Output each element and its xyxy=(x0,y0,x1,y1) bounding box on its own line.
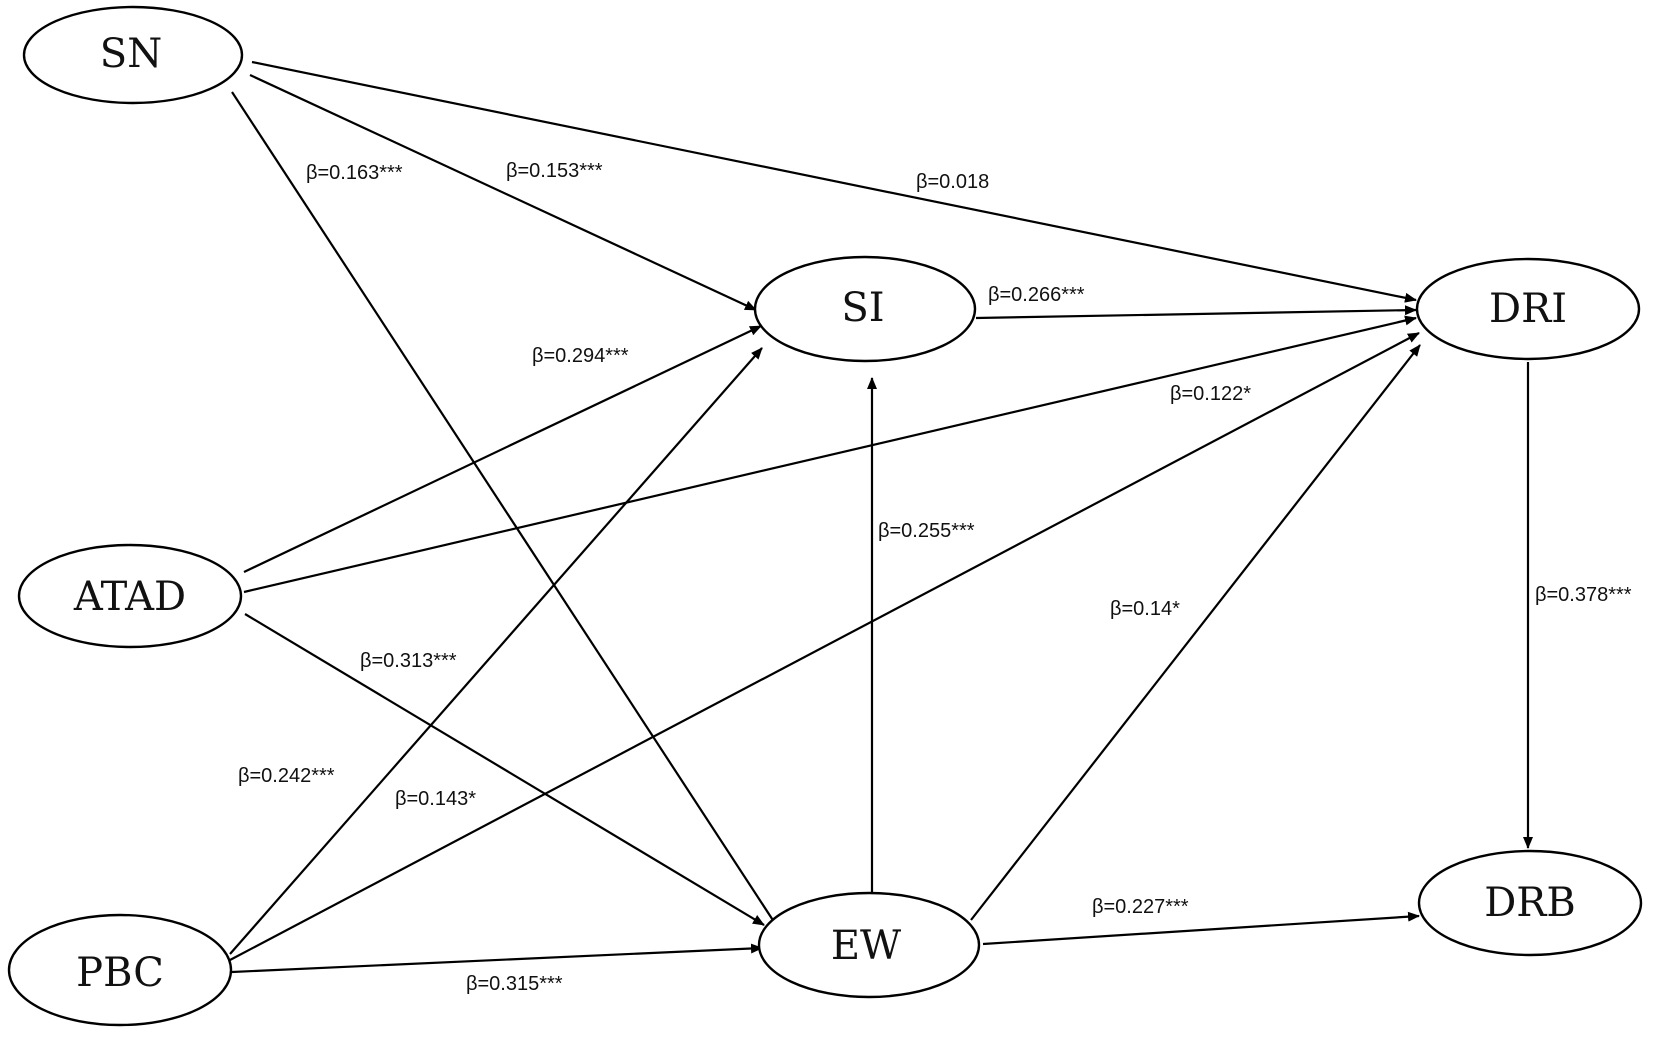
edge-label-ew-dri: β=0.14* xyxy=(1110,598,1180,620)
node-dri: DRI xyxy=(1415,257,1641,361)
node-layer: SN ATAD PBC SI EW DRI DRB xyxy=(7,5,1643,1027)
edge-pbc-ew xyxy=(231,943,763,974)
edge-pbc-si xyxy=(229,347,763,955)
edge-label-ew-si: β=0.255*** xyxy=(878,520,975,542)
node-atad: ATAD xyxy=(17,543,243,649)
edge-layer xyxy=(229,60,1533,974)
edge-label-pbc-dri: β=0.143* xyxy=(395,788,476,810)
node-label-dri: DRI xyxy=(1489,286,1567,332)
edge-pbc-dri xyxy=(229,332,1420,961)
node-ew: EW xyxy=(757,891,981,999)
node-label-sn: SN xyxy=(100,31,162,77)
edge-atad-dri xyxy=(243,315,1417,594)
node-label-si: SI xyxy=(841,285,884,331)
edge-label-si-dri: β=0.266*** xyxy=(988,284,1085,306)
edge-label-atad-ew: β=0.313*** xyxy=(360,650,457,672)
edge-label-dri-drb: β=0.378*** xyxy=(1535,584,1632,606)
edge-label-sn-si: β=0.153*** xyxy=(506,160,603,182)
edge-si-dri xyxy=(975,305,1417,320)
edge-label-sn-dri: β=0.018 xyxy=(916,171,989,193)
edge-label-atad-si: β=0.294*** xyxy=(532,345,629,367)
node-pbc: PBC xyxy=(7,913,233,1027)
edge-sn-dri xyxy=(251,60,1417,303)
edge-label-atad-dri: β=0.122* xyxy=(1170,383,1251,405)
node-sn: SN xyxy=(22,5,244,105)
node-si: SI xyxy=(753,255,977,363)
edge-sn-ew xyxy=(231,91,781,932)
edge-atad-si xyxy=(243,325,762,573)
edge-label-layer: β=0.163*** β=0.153*** β=0.018 β=0.266***… xyxy=(238,160,1632,995)
edge-label-ew-drb: β=0.227*** xyxy=(1092,896,1189,918)
edge-atad-ew xyxy=(244,613,765,926)
node-drb: DRB xyxy=(1417,849,1643,957)
edge-label-pbc-si: β=0.242*** xyxy=(238,765,335,787)
edge-ew-dri xyxy=(970,344,1421,921)
edge-ew-drb xyxy=(982,911,1420,946)
node-label-pbc: PBC xyxy=(76,950,164,996)
node-label-drb: DRB xyxy=(1484,880,1576,926)
node-label-atad: ATAD xyxy=(73,574,186,620)
edge-label-sn-ew: β=0.163*** xyxy=(306,162,403,184)
edge-label-pbc-ew: β=0.315*** xyxy=(466,973,563,995)
edge-sn-si xyxy=(249,74,757,311)
node-label-ew: EW xyxy=(831,923,901,969)
